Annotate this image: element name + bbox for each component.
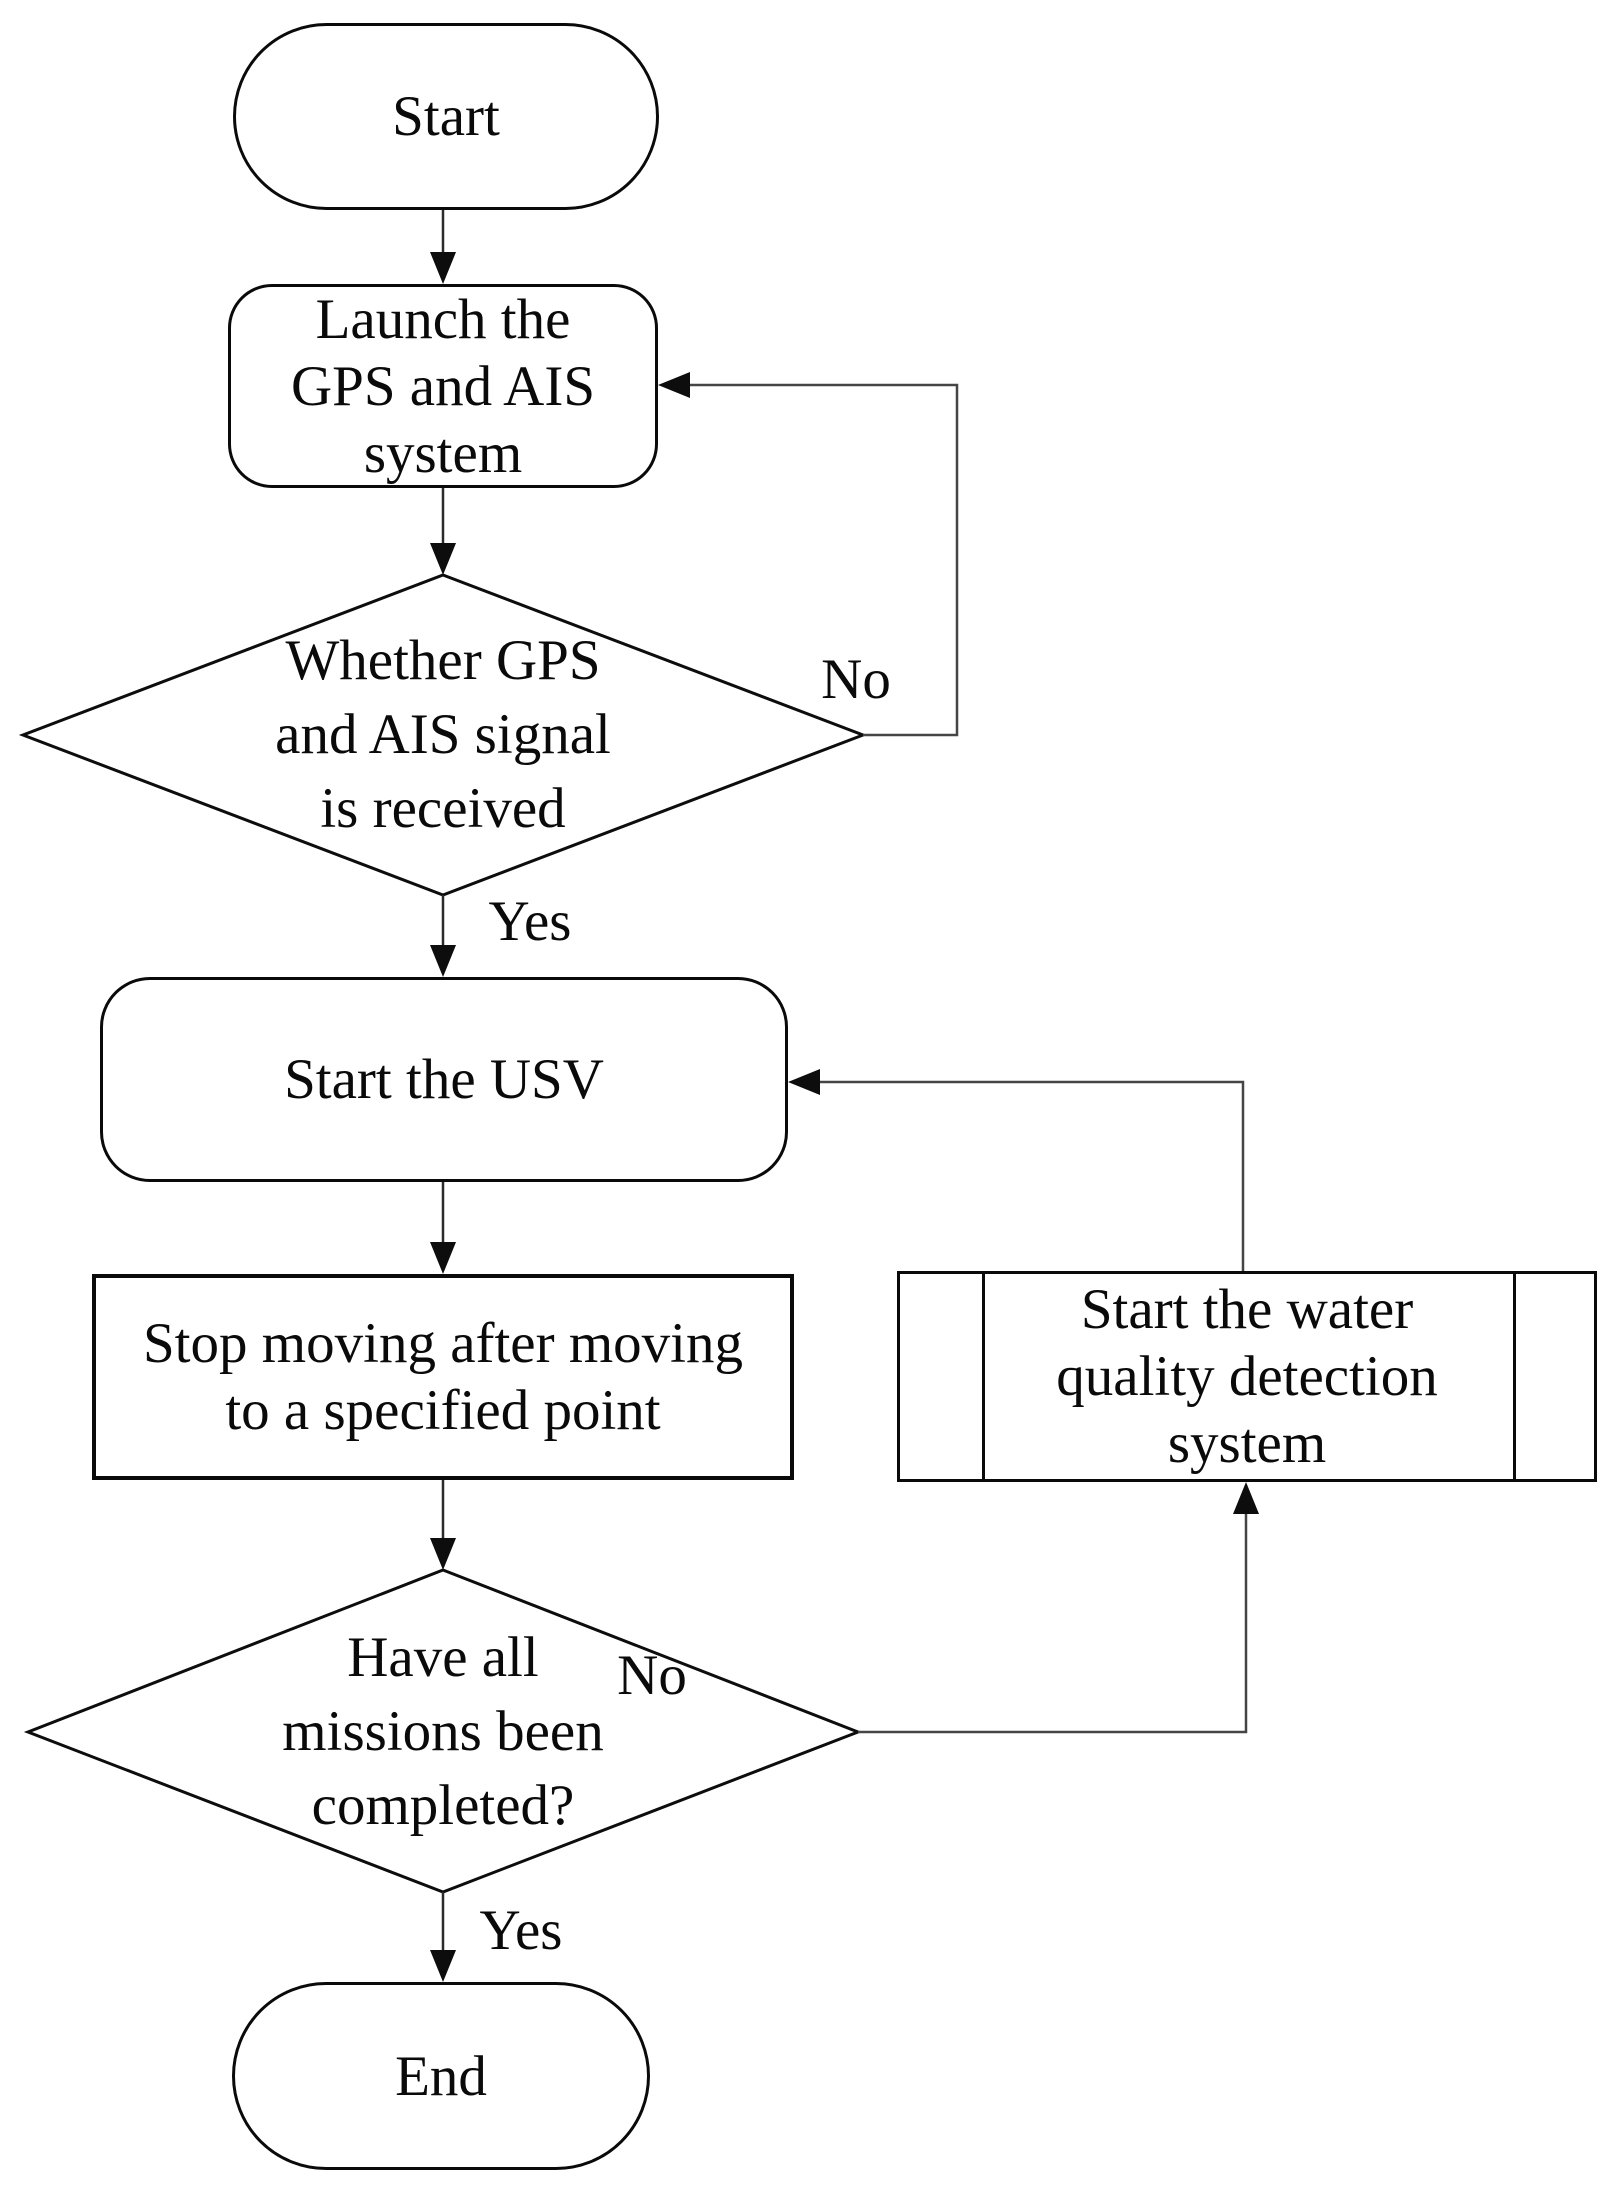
start-node-label: Start: [392, 85, 500, 148]
start-usv-label: Start the USV: [284, 1048, 604, 1111]
launch-gps-ais-label: Launch the GPS and AIS system: [290, 287, 596, 485]
missions-yes-edge-label: Yes: [479, 1899, 563, 1962]
water-quality-node: Start the water quality detection system: [897, 1271, 1597, 1482]
predefined-process-right-bar: [1513, 1274, 1516, 1479]
start-usv-node: Start the USV: [100, 977, 788, 1182]
arrowhead-into-usv: [430, 945, 456, 977]
start-node: Start: [233, 23, 659, 210]
gps-yes-edge-label: Yes: [488, 890, 572, 953]
missions-decision-label: Have all missions been completed?: [282, 1626, 604, 1837]
missions-no-edge-label: No: [617, 1644, 687, 1707]
gps-no-edge-label: No: [821, 648, 891, 711]
edge-gps-no-loop: [672, 383, 959, 737]
arrowhead-no-into-launch: [658, 372, 690, 398]
arrowhead-water-into-usv: [788, 1069, 820, 1095]
stop-moving-node: Stop moving after moving to a specified …: [92, 1274, 794, 1480]
edge-missions-no-to-water: [858, 1496, 1248, 1734]
water-quality-label: Start the water quality detection system: [1056, 1278, 1438, 1475]
arrowhead-into-launch: [430, 252, 456, 284]
arrowhead-into-missions-decision: [430, 1538, 456, 1570]
predefined-process-left-bar: [982, 1274, 985, 1479]
arrowhead-into-gps-decision: [430, 543, 456, 575]
stop-moving-label: Stop moving after moving to a specified …: [142, 1312, 744, 1442]
end-node-label: End: [395, 2044, 487, 2108]
end-node: End: [232, 1982, 650, 2170]
arrowhead-into-stop: [430, 1242, 456, 1274]
arrowhead-into-water: [1233, 1482, 1259, 1514]
arrowhead-into-end: [430, 1950, 456, 1982]
gps-decision-label: Whether GPS and AIS signal is received: [275, 629, 611, 840]
edge-water-to-usv: [802, 1080, 1245, 1271]
launch-gps-ais-node: Launch the GPS and AIS system: [228, 284, 658, 488]
